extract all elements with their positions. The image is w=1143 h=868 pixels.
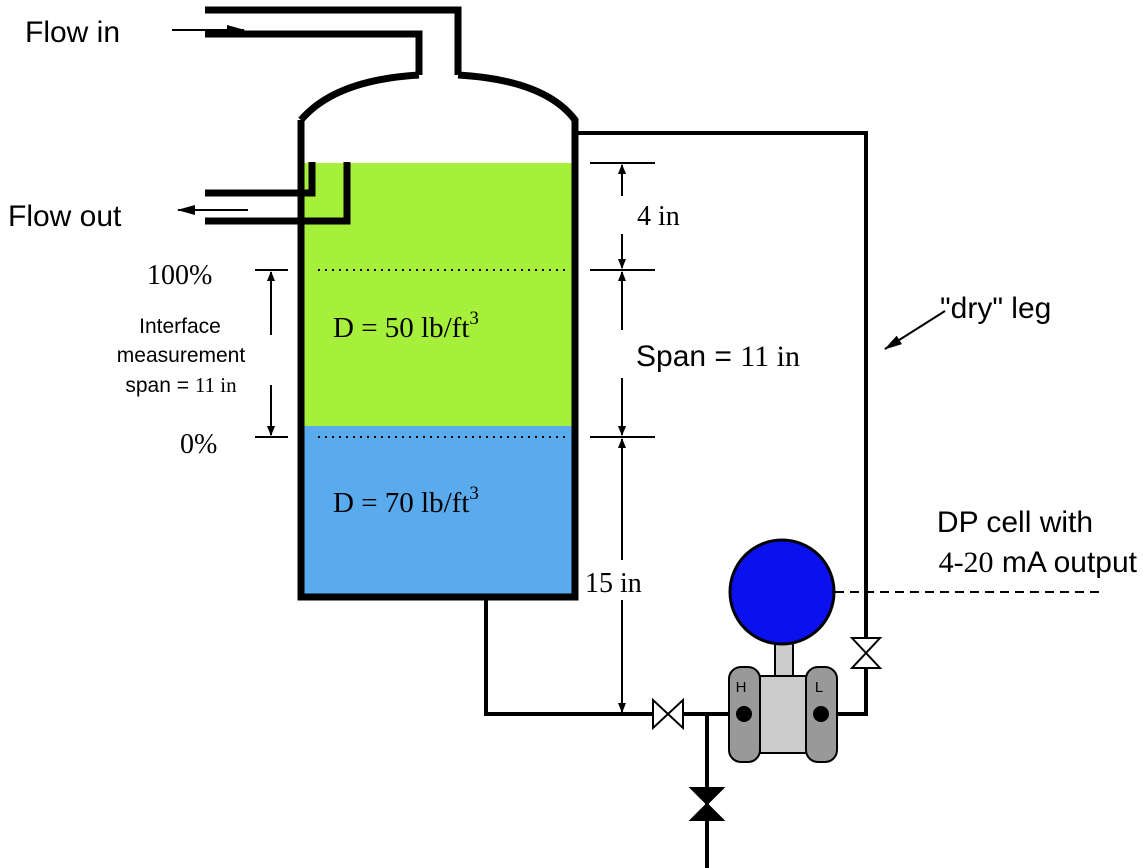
dim-4in-label: 4 in bbox=[637, 201, 680, 232]
dry-leg-pointer bbox=[884, 310, 946, 350]
upper-liquid-layer bbox=[301, 163, 573, 426]
dp-cell-label-line1: DP cell with bbox=[937, 506, 1093, 539]
vessel-shell bbox=[297, 71, 579, 601]
dp-cell-label-line2: 4-20 mA output bbox=[939, 546, 1138, 579]
high-port bbox=[736, 706, 752, 722]
pct-100-label: 100% bbox=[147, 260, 212, 291]
low-port bbox=[813, 706, 829, 722]
interface-label-line3: span = 11 in bbox=[125, 373, 237, 397]
dim-15in-label: 15 in bbox=[585, 568, 642, 599]
drain-valve bbox=[688, 787, 726, 821]
high-port-label: H bbox=[736, 679, 747, 696]
dry-leg-label: "dry" leg bbox=[940, 292, 1051, 325]
span-label: Span = 11 in bbox=[636, 340, 800, 373]
interface-label-line1: Interface bbox=[139, 315, 221, 338]
upper-density-label: D = 50 lb/ft3 bbox=[333, 308, 479, 344]
flow-in-label: Flow in bbox=[25, 16, 120, 49]
low-side-valve bbox=[849, 637, 883, 669]
dp-cell-bulb bbox=[728, 538, 836, 646]
interface-label-line2: measurement bbox=[117, 344, 246, 367]
transmitter-body bbox=[759, 675, 809, 754]
inlet-pipe bbox=[205, 6, 462, 75]
lower-density-label: D = 70 lb/ft3 bbox=[333, 483, 479, 519]
lower-liquid-layer bbox=[301, 426, 573, 596]
dry-leg-line bbox=[575, 131, 868, 716]
flow-out-label: Flow out bbox=[8, 200, 122, 233]
high-side-valve bbox=[652, 697, 684, 731]
high-side-line bbox=[484, 597, 735, 716]
outlet-pipe bbox=[205, 162, 351, 225]
low-port-label: L bbox=[815, 679, 823, 696]
pct-0-label: 0% bbox=[180, 429, 217, 460]
